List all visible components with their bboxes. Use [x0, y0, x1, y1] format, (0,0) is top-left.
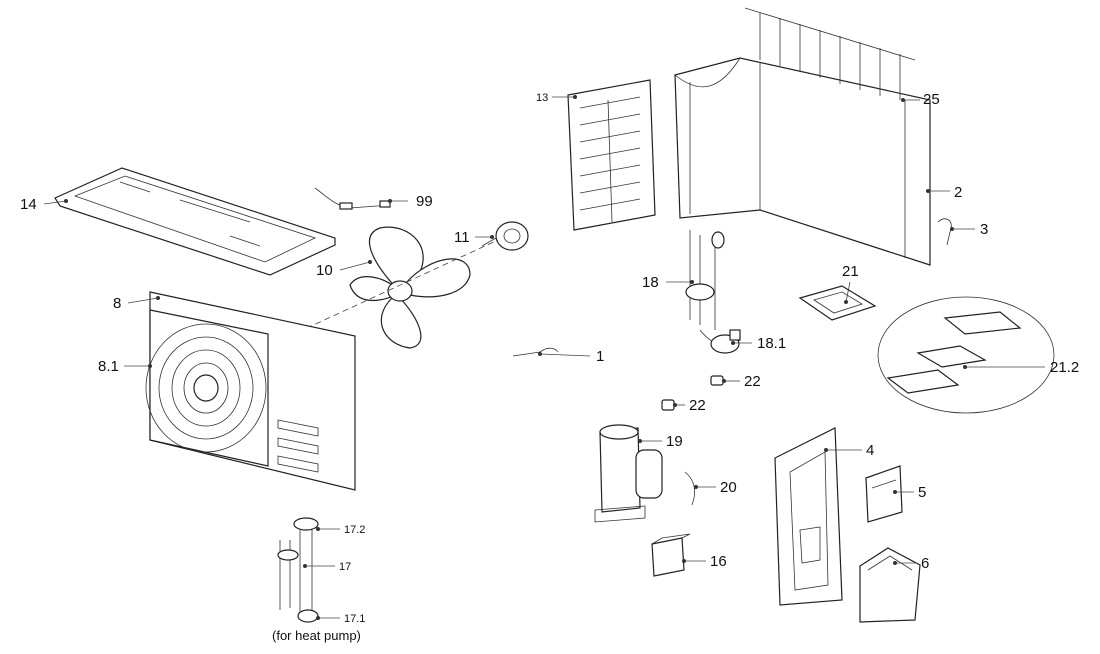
- fan-motor-part: [481, 221, 529, 251]
- callout-21-2: 21.2: [1050, 359, 1079, 376]
- nut-part-1: [710, 375, 724, 386]
- callout-18-1: 18.1: [757, 335, 786, 352]
- callout-17: 17: [339, 561, 351, 573]
- nut-part-2: [661, 399, 675, 411]
- callout-22-lower: 22: [689, 397, 706, 414]
- callout-18: 18: [642, 274, 659, 291]
- condenser-coil-part: [674, 57, 931, 266]
- rear-grille-part: [567, 79, 656, 231]
- wire-part: [512, 347, 559, 357]
- board-detail-part: [877, 296, 1055, 414]
- callout-13: 13: [536, 92, 548, 104]
- callout-4: 4: [866, 442, 874, 459]
- valve-part: [710, 329, 741, 354]
- callout-6: 6: [921, 555, 929, 572]
- wire-guard-part: [744, 7, 916, 100]
- callout-22-upper: 22: [744, 373, 761, 390]
- sensor-wire-part: [314, 187, 391, 210]
- side-panel-part: [774, 427, 843, 606]
- pipe-assembly-part: [277, 517, 319, 623]
- temp-sensor-part: [937, 218, 952, 246]
- sensor-part: [684, 471, 696, 506]
- callout-10: 10: [316, 262, 333, 279]
- callout-21: 21: [842, 263, 859, 280]
- callout-8: 8: [113, 295, 121, 312]
- valve-cover-part: [865, 465, 903, 523]
- callout-25: 25: [923, 91, 940, 108]
- callout-17-1: 17.1: [344, 613, 365, 625]
- front-panel-part: [145, 291, 356, 491]
- control-board-part: [798, 285, 877, 321]
- callout-5: 5: [918, 484, 926, 501]
- callout-99: 99: [416, 193, 433, 210]
- fan-blade-part: [349, 226, 471, 349]
- callout-14: 14: [20, 196, 37, 213]
- callout-3: 3: [980, 221, 988, 238]
- callout-2: 2: [954, 184, 962, 201]
- capacitor-part: [651, 533, 691, 577]
- top-cover-part: [54, 167, 336, 276]
- heat-pump-note: (for heat pump): [272, 628, 361, 643]
- callout-16: 16: [710, 553, 727, 570]
- callout-19: 19: [666, 433, 683, 450]
- valve-assembly-part: [685, 230, 741, 346]
- callout-8-1: 8.1: [98, 358, 119, 375]
- callout-20: 20: [720, 479, 737, 496]
- callout-1: 1: [596, 348, 604, 365]
- handle-part: [859, 547, 921, 623]
- callout-17-2: 17.2: [344, 524, 365, 536]
- compressor-part: [594, 424, 663, 523]
- callout-11: 11: [454, 229, 470, 246]
